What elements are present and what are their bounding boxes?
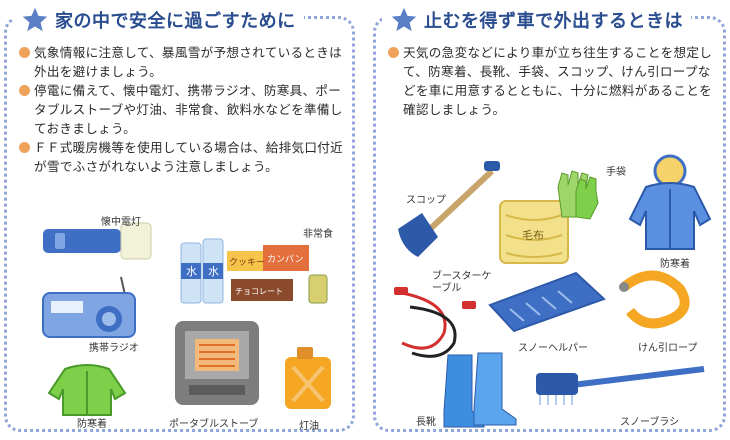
- label-tow-rope: けん引ロープ: [638, 343, 698, 354]
- label-winter-jacket: 防寒着: [660, 259, 690, 270]
- label-boots: 長靴: [416, 417, 436, 428]
- water-bottle-text: 水: [186, 265, 197, 278]
- kanpan-text: カンパン: [267, 254, 303, 265]
- bullet-ff-heater: ＦＦ式暖房機等を使用している場合は、給排気口付近が雪でふさがれないよう注意しまし…: [19, 138, 344, 176]
- bullet-blackout: 停電に備えて、懐中電灯、携帯ラジオ、防寒具、ポータブルストーブや灯油、非常食、飲…: [19, 81, 344, 138]
- shovel-illustration: [398, 161, 500, 257]
- star-icon: [391, 7, 417, 32]
- label-stove: ポータブルストーブ: [169, 419, 259, 430]
- boots-illustration: [443, 352, 517, 428]
- radio-illustration: [42, 276, 136, 338]
- home-safety-header: 家の中で安全に過ごすために: [13, 5, 304, 35]
- home-safety-title: 家の中で安全に過ごすために: [55, 11, 296, 32]
- label-winter-jacket: 防寒着: [77, 419, 107, 430]
- emergency-food-illustration: 水 水 クッキー カンパン チョコレート: [180, 238, 328, 304]
- home-safety-list: 気象情報に注意して、暴風雪が予想されているときは外出を避けましょう。 停電に備え…: [19, 43, 344, 176]
- snow-helper-illustration: [488, 271, 606, 333]
- star-icon: [22, 7, 48, 32]
- blanket-illustration: 毛布: [499, 200, 569, 264]
- flashlight-illustration: [43, 222, 152, 260]
- label-snow-helper: スノーヘルパー: [518, 343, 588, 354]
- kerosene-tank-illustration: [285, 347, 331, 409]
- label-radio: 携帯ラジオ: [89, 343, 139, 354]
- label-snow-brush: スノーブラシ: [620, 417, 680, 428]
- home-safety-panel: 家の中で安全に過ごすために 気象情報に注意して、暴風雪が予想されているときは外出…: [4, 5, 355, 432]
- label-kerosene: 灯油: [299, 421, 319, 432]
- car-safety-panel: 止むを得ず車で外出するときは 天気の急変などにより車が立ち往生することを想定して…: [373, 5, 726, 432]
- label-emergency-food: 非常食: [303, 229, 333, 240]
- winter-jacket-illustration: [47, 364, 127, 416]
- bullet-weather: 気象情報に注意して、暴風雪が予想されているときは外出を避けましょう。: [19, 43, 344, 81]
- winter-jacket-illustration: [628, 154, 712, 250]
- booster-cable-illustration: [394, 287, 476, 358]
- car-safety-header: 止むを得ず車で外出するときは: [382, 5, 691, 35]
- water-bottle-text: 水: [208, 265, 219, 278]
- cookie-text: クッキー: [229, 257, 265, 268]
- gloves-illustration: [557, 170, 599, 220]
- label-booster-cable: ブースターケーブル: [432, 271, 492, 294]
- label-shovel: スコップ: [406, 195, 446, 206]
- bullet-car-prep: 天気の急変などにより車が立ち往生することを想定して、防寒着、長靴、手袋、スコップ…: [388, 43, 715, 119]
- tow-rope-illustration: [619, 270, 690, 329]
- stove-illustration: [175, 321, 259, 405]
- car-safety-title: 止むを得ず車で外出するときは: [424, 11, 683, 32]
- label-flashlight: 懐中電灯: [101, 217, 141, 228]
- snow-brush-illustration: [536, 366, 705, 405]
- chocolate-text: チョコレート: [235, 287, 283, 296]
- car-safety-list: 天気の急変などにより車が立ち往生することを想定して、防寒着、長靴、手袋、スコップ…: [388, 43, 715, 119]
- blanket-text: 毛布: [522, 229, 544, 242]
- label-gloves: 手袋: [606, 167, 626, 178]
